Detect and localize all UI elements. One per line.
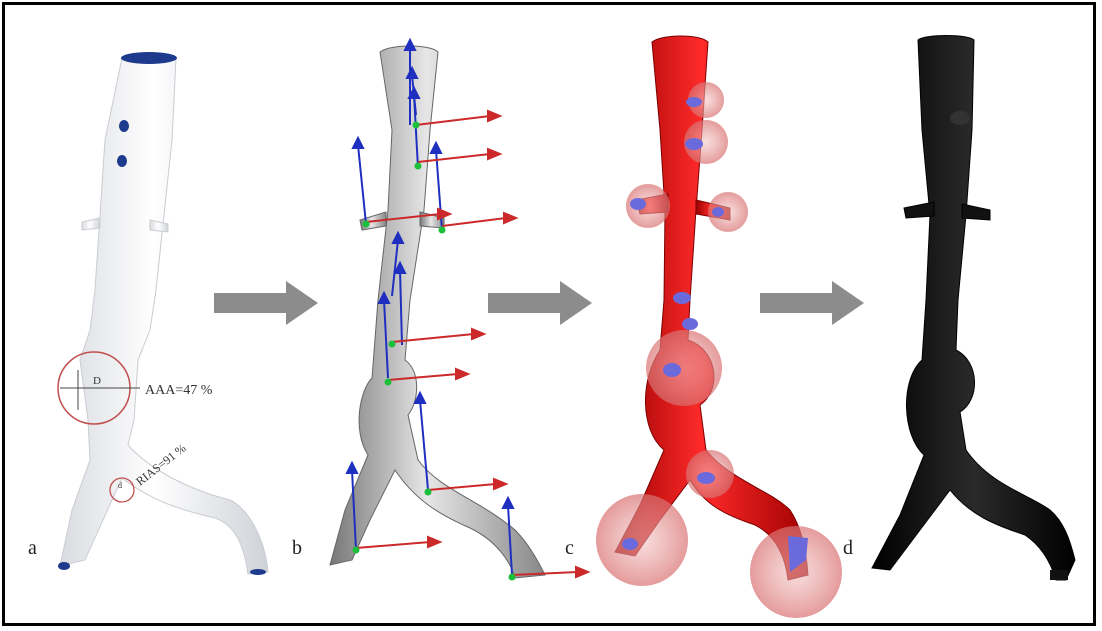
panel-d-branch-right [962,204,990,220]
panel-d-aorta [872,36,1075,581]
panel-a-renal-right [150,220,168,232]
panel-a-aaa-label: AAA=47 % [145,383,213,398]
panel-a-branch-ostium-2 [117,155,127,167]
process-arrow-2 [488,281,592,325]
panel-a-d-mark: D [93,375,101,387]
process-arrow-3 [760,281,864,325]
panel-a-aorta-top [121,52,177,64]
panel-a-aorta [60,58,268,574]
panel-a-d-small: d [118,481,122,490]
panel-d-outlet-cap [1050,570,1068,580]
panel-a-vessel-model: D AAA=47 % d RIAS=91 % [58,52,268,575]
panel-d-mesh-model [872,36,1075,581]
panel-label-c: c [565,537,574,560]
panel-c-inlet-spheres [596,82,842,618]
panel-a-outlet-right [250,569,266,575]
panel-label-a: a [28,537,37,560]
panel-a-branch-ostium-1 [119,120,129,132]
panel-d-branch-left [904,202,934,218]
panel-a-outlet-left [58,562,70,570]
panel-a-renal-left [82,218,100,230]
process-arrow-1 [214,281,318,325]
panel-label-b: b [292,537,302,560]
panel-d-branch-stub [950,111,970,125]
panel-label-d: d [843,537,853,560]
